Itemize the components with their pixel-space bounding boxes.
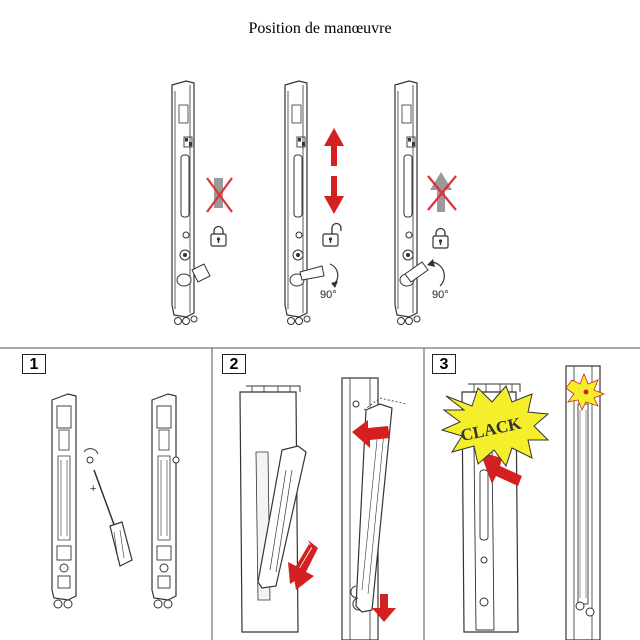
position-1-locked [171,80,233,326]
screwdriver-icon [93,469,133,567]
clack-burst-icon: CLACK [440,385,550,468]
rotation-arrow-icon [329,263,339,285]
step-2-illustration [239,377,407,640]
step-3-illustration: CLACK [440,365,606,640]
position-2-unlocked: 90° [284,80,344,326]
angle-label-3: 90° [432,289,449,301]
down-arrow-icon [288,540,318,590]
position-3-locked: 90° [394,80,457,326]
small-burst-icon [565,372,606,411]
rotation-arrow-icon [83,448,99,455]
step-number-1: 1 [22,354,46,374]
cross-icon [206,177,233,213]
lock-open-icon [322,222,342,247]
step-number-3: 3 [432,354,456,374]
cross-icon [427,175,457,211]
angle-label-2: 90° [320,289,337,301]
up-down-arrow-icon [324,128,344,214]
push-arrow-icon [480,452,522,486]
step-1-illustration: + [51,393,180,609]
lock-closed-icon [210,225,227,247]
lock-closed-icon [432,227,449,249]
page-title: Position de manœuvre [248,20,392,37]
step-number-2: 2 [222,354,246,374]
left-arrow-icon [352,420,390,448]
plus-sign: + [90,483,96,495]
down-arrow-icon [372,594,396,622]
rotation-arrow-icon [431,261,445,287]
